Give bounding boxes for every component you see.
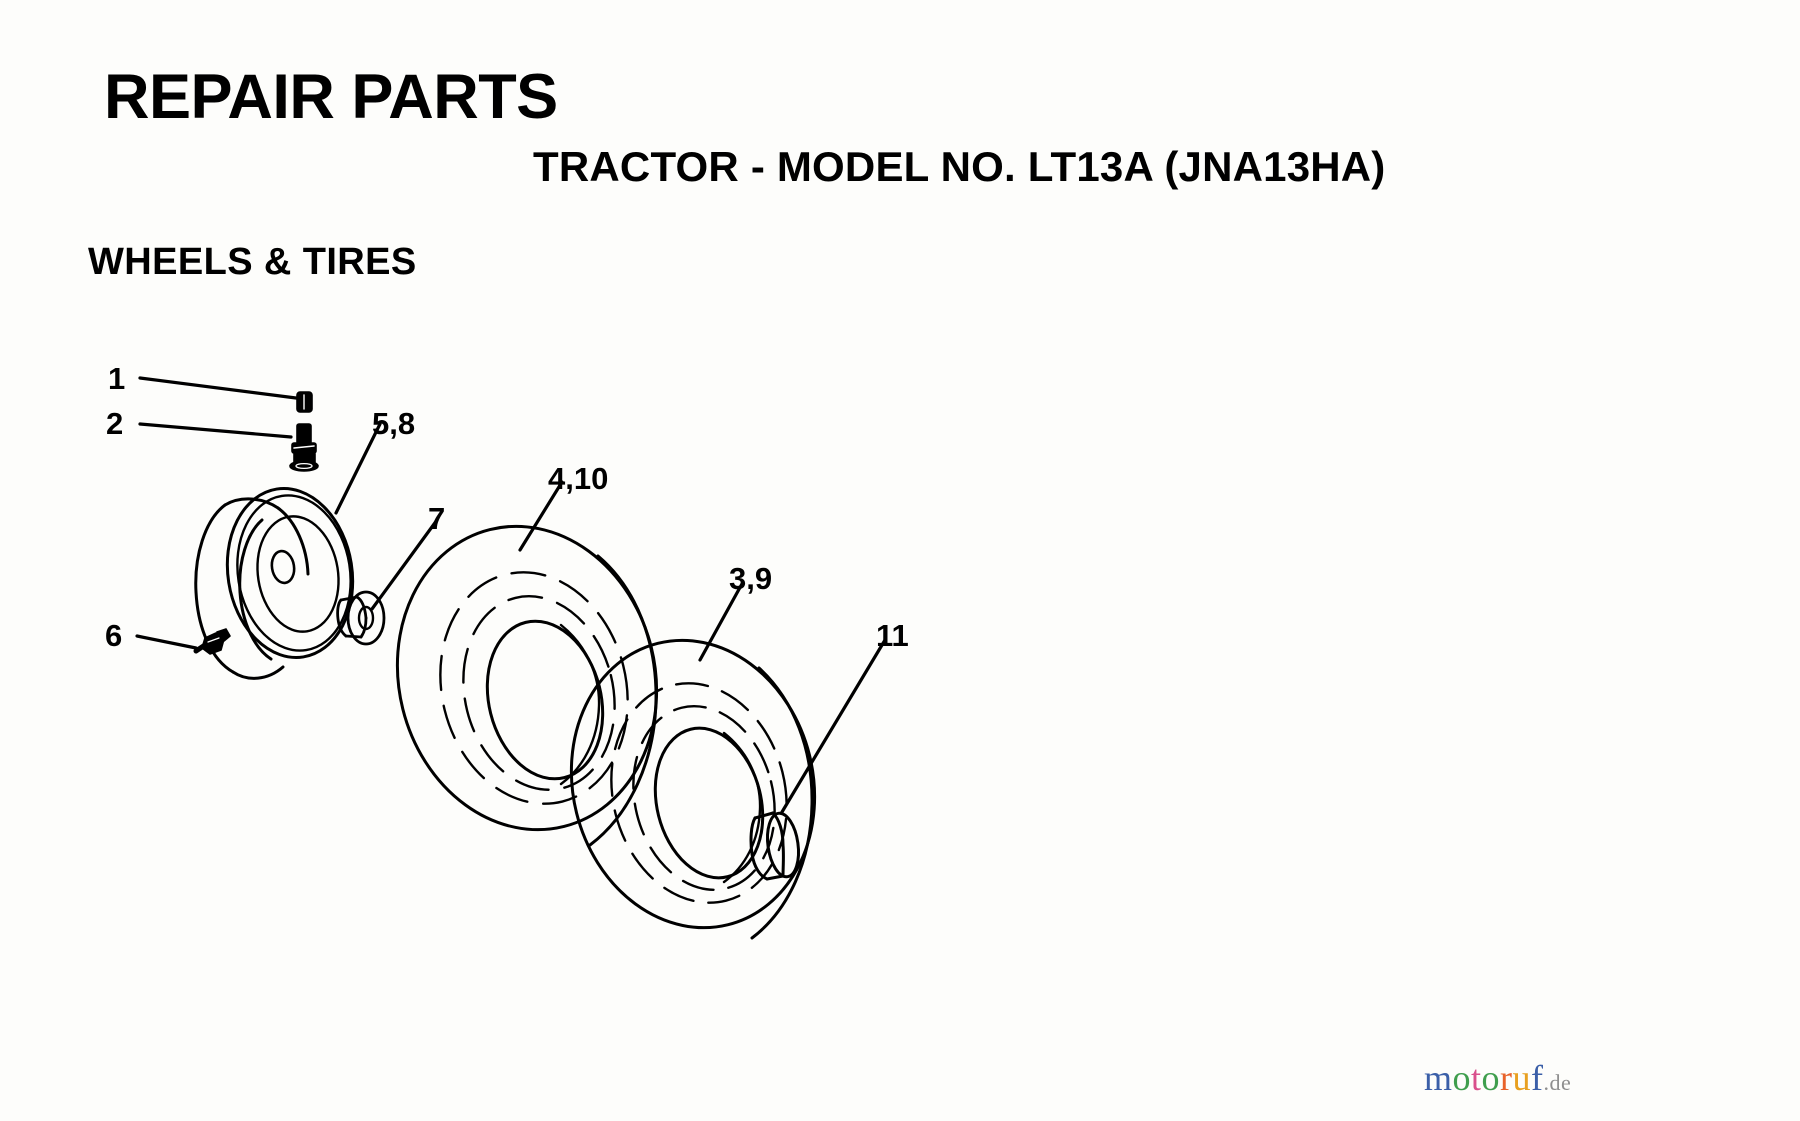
callout-11: 11 xyxy=(876,618,909,653)
part-tire-front xyxy=(395,524,659,847)
leader-line-4-10 xyxy=(518,480,564,552)
part-flange-bushing xyxy=(336,590,386,646)
callout-5-8: 5,8 xyxy=(372,406,416,441)
hub-cap-face xyxy=(765,811,801,879)
motoruf-watermark: motoruf.de xyxy=(1424,1060,1571,1096)
bushing-flange xyxy=(346,590,386,646)
page-title: REPAIR PARTS xyxy=(104,62,558,132)
leader-lines xyxy=(135,376,887,814)
leader-line-5-8 xyxy=(334,422,382,515)
callout-1: 1 xyxy=(108,361,126,396)
watermark-letters: motoruf xyxy=(1424,1058,1544,1098)
tire-front-shoulder xyxy=(588,554,658,847)
leader-line-3-9 xyxy=(698,580,745,662)
section-heading: WHEELS & TIRES xyxy=(88,241,417,283)
watermark-suffix: .de xyxy=(1543,1070,1572,1095)
rim-hub-hole xyxy=(270,549,296,585)
part-valve-stem xyxy=(289,423,319,472)
callout-7: 7 xyxy=(428,501,446,536)
watermark-letter: o xyxy=(1481,1058,1501,1098)
watermark-letter: o xyxy=(1452,1058,1472,1098)
leader-line-2 xyxy=(138,422,293,439)
tire-rear-shoulder xyxy=(750,666,814,940)
model-subtitle: TRACTOR - MODEL NO. LT13A (JNA13HA) xyxy=(533,143,1386,190)
part-hub-cap xyxy=(749,811,801,881)
rim-outer-face xyxy=(225,486,355,660)
part-valve-cap xyxy=(296,391,313,413)
part-tire-rear xyxy=(569,638,817,940)
rim-dish xyxy=(256,515,340,633)
callout-3-9: 3,9 xyxy=(729,561,773,596)
callout-2: 2 xyxy=(106,406,124,441)
rim-bead-ring xyxy=(236,494,352,652)
leader-line-7 xyxy=(370,518,439,611)
callout-6: 6 xyxy=(105,618,123,653)
leader-line-1 xyxy=(138,376,298,400)
tire-rear-outer xyxy=(569,638,817,930)
watermark-letter: t xyxy=(1471,1058,1482,1098)
leader-line-11 xyxy=(780,638,887,814)
leader-line-6 xyxy=(135,634,198,650)
watermark-letter: m xyxy=(1424,1058,1453,1098)
watermark-letter: u xyxy=(1512,1058,1532,1098)
watermark-letter: f xyxy=(1531,1058,1544,1098)
tire-front-bore xyxy=(485,619,605,781)
part-grease-fitting xyxy=(193,628,231,655)
callout-4-10: 4,10 xyxy=(548,461,609,496)
part-wheel-rim xyxy=(194,486,355,680)
watermark-letter: r xyxy=(1500,1058,1513,1098)
